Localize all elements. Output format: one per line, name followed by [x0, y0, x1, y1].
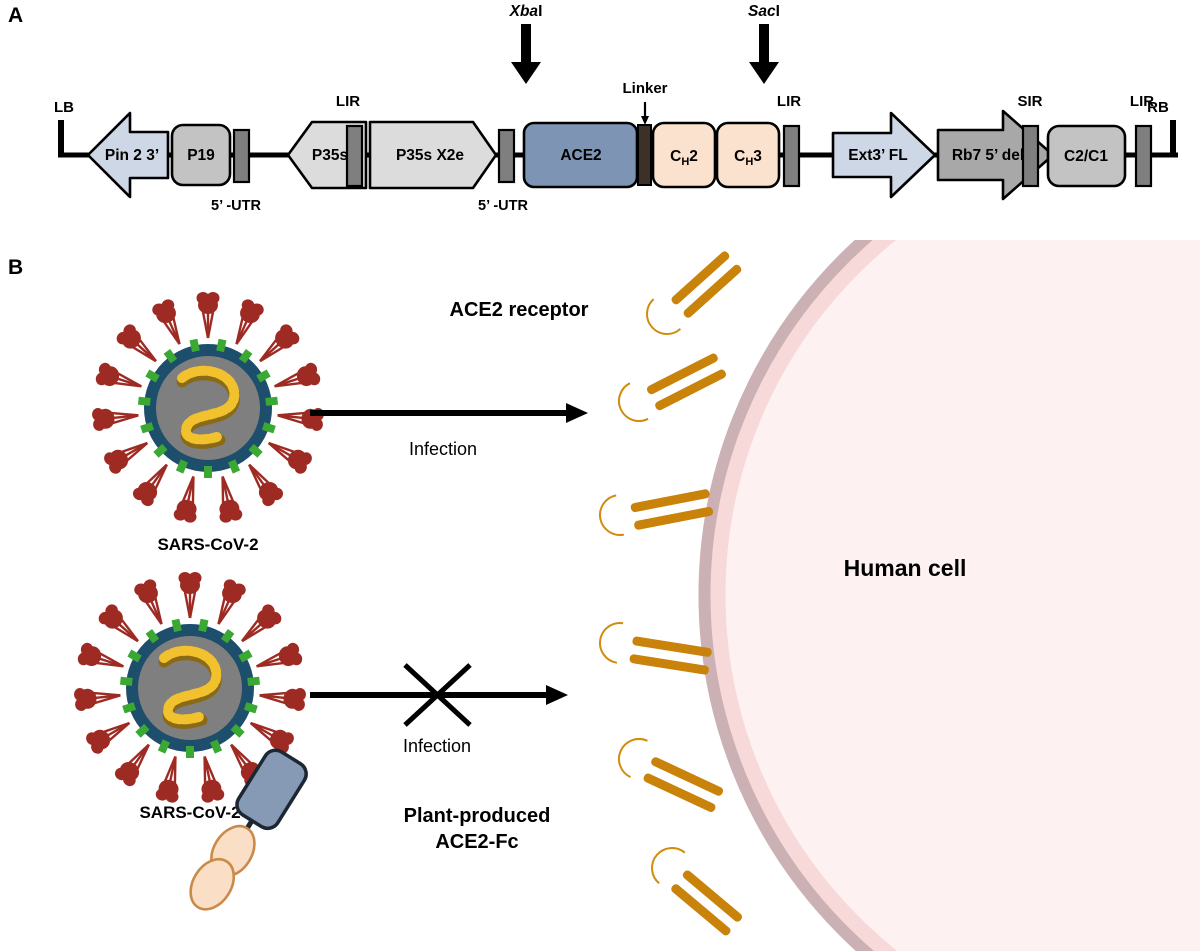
xbai-label: XbaI: [509, 3, 543, 20]
human-cell-label: Human cell: [844, 555, 967, 581]
infection-row-blocked: SARS-CoV-2 Infection: [72, 570, 568, 911]
sir-label: SIR: [1017, 93, 1042, 110]
virus-label-2: SARS-CoV-2: [139, 803, 240, 822]
element-rb7-5-del-label: Rb7 5’ del: [952, 147, 1024, 164]
infection-arrow-2: [310, 685, 568, 705]
sars-cov-2-virion-1: [90, 290, 326, 526]
element-ext3-fl: Ext3’ FL: [831, 111, 937, 199]
utr-label-2: 5’ -UTR: [478, 198, 528, 214]
saci-label: SacI: [748, 3, 780, 20]
element-ch2-label: CH2: [670, 148, 698, 168]
infection-label-1: Infection: [409, 439, 477, 459]
infection-blocked-x-icon: [403, 663, 472, 727]
element-pin2-3prime: Pin 2 3’: [86, 111, 170, 199]
element-p35s-x2e: P35s X2e: [368, 120, 498, 190]
element-ch2: CH2: [651, 121, 717, 189]
ace2-receptor-title: ACE2 receptor: [450, 299, 589, 321]
ace2-receptor-5: [611, 731, 724, 813]
ace2-receptor-2: [611, 353, 726, 429]
plant-produced-ace2-fc-molecule: [189, 748, 308, 911]
infection-arrow-1: [310, 403, 588, 423]
panel-a-construct-map: LB RB Pin 2 3’ P19 5’ -UTR P35s LIR: [54, 3, 1178, 214]
ace2-domain-block: [235, 748, 308, 831]
sars-cov-2-virion-2: [72, 570, 308, 806]
element-ext3-fl-label: Ext3’ FL: [848, 147, 907, 164]
lir-label-3: LIR: [1130, 93, 1154, 110]
element-sir-bar: [1021, 124, 1040, 188]
element-pin2-3prime-label: Pin 2 3’: [105, 147, 159, 164]
restriction-site-xbai: XbaI: [509, 3, 543, 84]
element-lir-bar-2: [782, 124, 801, 188]
inhibitor-label-line2: ACE2-Fc: [435, 831, 518, 853]
infection-row-unblocked: SARS-CoV-2 Infection: [90, 290, 588, 554]
lir-label-1: LIR: [336, 93, 360, 110]
ace2-receptor-3: [595, 489, 714, 540]
element-p35s-x2e-label: P35s X2e: [396, 147, 464, 164]
linker-label: Linker: [622, 80, 667, 97]
utr-label-1: 5’ -UTR: [211, 198, 261, 214]
ace2-receptor-6: [642, 838, 743, 936]
element-c2-c1-label: C2/C1: [1064, 148, 1108, 165]
infection-label-2: Infection: [403, 736, 471, 756]
element-ch3: CH3: [715, 121, 781, 189]
element-ch3-label: CH3: [734, 148, 762, 168]
virus-label-1: SARS-CoV-2: [157, 535, 258, 554]
panel-a-letter: A: [8, 4, 24, 27]
panel-b-letter: B: [8, 256, 24, 279]
human-cell-body: [698, 240, 1200, 951]
ace2-receptor-1: [637, 251, 742, 344]
element-linker-bar: [637, 124, 652, 186]
left-border-label: LB: [54, 99, 74, 116]
ace2-receptor-4: [596, 619, 712, 675]
inhibitor-label-line1: Plant-produced: [404, 805, 551, 827]
element-lir-bar-1: [345, 124, 364, 188]
restriction-site-saci: SacI: [748, 3, 780, 84]
element-ace2: ACE2: [522, 121, 639, 189]
element-p19: P19: [170, 123, 232, 187]
linker-pointer: [641, 102, 649, 125]
element-p19-label: P19: [187, 147, 215, 164]
panel-b-schematic: Human cell ACE2 receptor: [72, 240, 1200, 951]
element-lir-bar-3: [1134, 124, 1153, 188]
element-ace2-label: ACE2: [560, 147, 601, 164]
element-p35s-label: P35s: [312, 147, 348, 164]
element-c2-c1: C2/C1: [1046, 124, 1127, 188]
fc-domain-ch3: [189, 857, 236, 911]
right-border-label: RB: [1147, 99, 1169, 116]
lir-label-2: LIR: [777, 93, 801, 110]
element-utr-bar-2: [497, 128, 516, 184]
element-utr-bar-1: [232, 128, 251, 184]
